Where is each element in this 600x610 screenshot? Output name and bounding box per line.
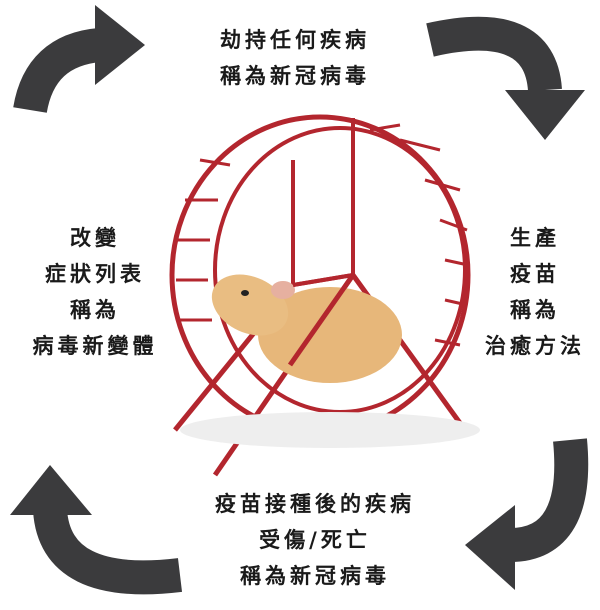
label-line: 改變: [70, 225, 120, 250]
label-left: 改變 症狀列表 稱為 病毒新變體: [10, 220, 180, 364]
label-line: 疫苗: [510, 261, 560, 286]
label-line: 受傷/死亡: [259, 527, 371, 552]
label-line: 稱為: [70, 297, 120, 322]
label-bottom: 疫苗接種後的疾病 受傷/死亡 稱為新冠病毒: [200, 486, 430, 594]
label-line: 生產: [510, 225, 560, 250]
arrow-bottom-left-icon: [10, 465, 183, 595]
shadow: [180, 412, 480, 448]
label-line: 疫苗接種後的疾病: [215, 491, 415, 516]
arrow-top-right-icon: [426, 16, 585, 140]
arrow-top-left-icon: [13, 5, 145, 114]
label-line: 症狀列表: [45, 261, 145, 286]
label-line: 治癒方法: [485, 333, 585, 358]
arrow-bottom-right-icon: [465, 438, 589, 590]
label-line: 病毒新變體: [32, 333, 158, 358]
hamster: [211, 273, 402, 383]
label-line: 稱為: [510, 297, 560, 322]
label-line: 稱為新冠病毒: [220, 63, 370, 88]
label-line: 劫持任何疾病: [220, 27, 370, 52]
label-right: 生產 疫苗 稱為 治癒方法: [470, 220, 600, 364]
label-line: 稱為新冠病毒: [240, 563, 390, 588]
label-top: 劫持任何疾病 稱為新冠病毒: [190, 22, 400, 94]
